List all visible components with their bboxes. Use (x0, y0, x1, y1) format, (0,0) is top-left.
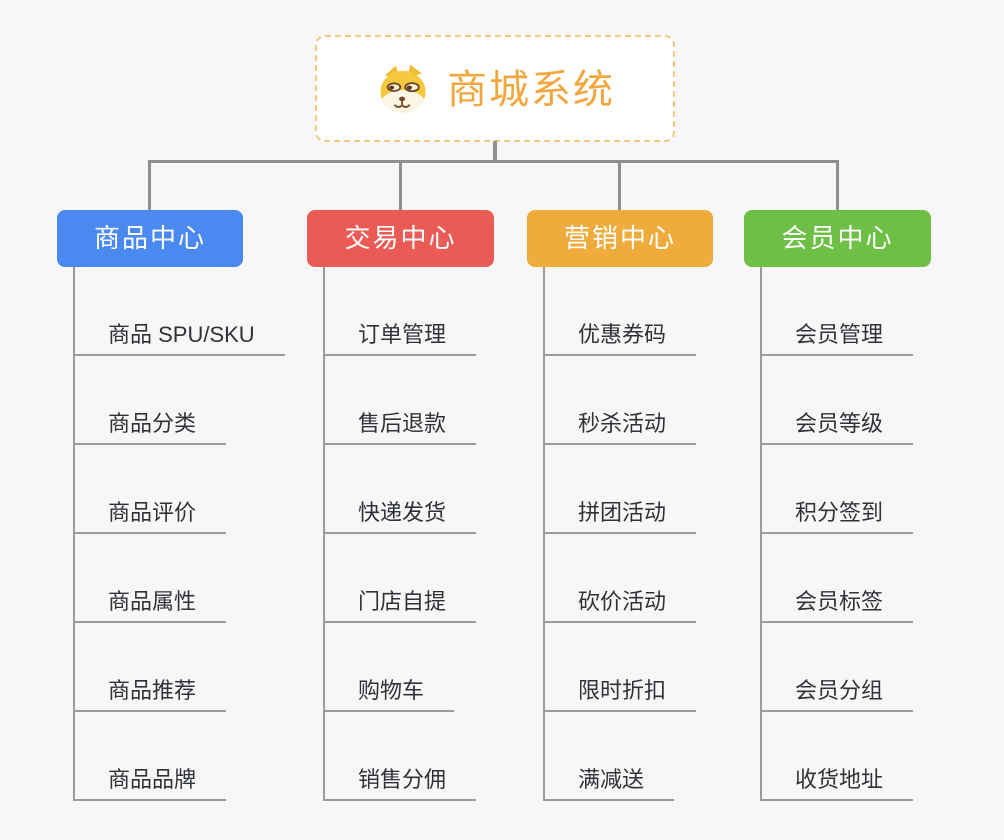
leaf-label: 砍价活动 (545, 584, 697, 623)
leaf-node[interactable]: 商品分类 (75, 356, 285, 445)
branch-product-center[interactable]: 商品中心 (57, 210, 243, 267)
branch-trade-center[interactable]: 交易中心 (307, 210, 494, 267)
leaf-label: 会员标签 (762, 584, 914, 623)
leaf-node[interactable]: 砍价活动 (545, 534, 697, 623)
leaf-label: 购物车 (325, 673, 455, 712)
children-trade-center: 订单管理 售后退款 快递发货 门店自提 购物车 销售分佣 (323, 267, 477, 801)
leaf-node[interactable]: 限时折扣 (545, 623, 697, 712)
leaf-node[interactable]: 商品属性 (75, 534, 285, 623)
leaf-node[interactable]: 订单管理 (325, 267, 477, 356)
leaf-label: 秒杀活动 (545, 406, 697, 445)
leaf-label: 会员管理 (762, 317, 914, 356)
root-node[interactable]: 商城系统 (315, 35, 675, 142)
leaf-node[interactable]: 拼团活动 (545, 445, 697, 534)
leaf-label: 商品属性 (75, 584, 227, 623)
leaf-label: 商品 SPU/SKU (75, 317, 285, 356)
leaf-node[interactable]: 会员管理 (762, 267, 914, 356)
children-marketing-center: 优惠券码 秒杀活动 拼团活动 砍价活动 限时折扣 满减送 (543, 267, 697, 801)
leaf-label: 满减送 (545, 762, 675, 801)
leaf-label: 订单管理 (325, 317, 477, 356)
connector-drop-member (836, 160, 839, 210)
leaf-label: 商品评价 (75, 495, 227, 534)
connector-root-stem (493, 141, 497, 163)
leaf-node[interactable]: 商品评价 (75, 445, 285, 534)
leaf-node[interactable]: 销售分佣 (325, 712, 477, 801)
leaf-node[interactable]: 商品品牌 (75, 712, 285, 801)
leaf-node[interactable]: 会员等级 (762, 356, 914, 445)
leaf-label: 限时折扣 (545, 673, 697, 712)
root-title: 商城系统 (447, 67, 615, 112)
leaf-node[interactable]: 售后退款 (325, 356, 477, 445)
leaf-label: 门店自提 (325, 584, 477, 623)
leaf-node[interactable]: 购物车 (325, 623, 476, 712)
children-member-center: 会员管理 会员等级 积分签到 会员标签 会员分组 收货地址 (760, 267, 914, 801)
connector-bus (148, 160, 839, 163)
leaf-node[interactable]: 快递发货 (325, 445, 477, 534)
leaf-node[interactable]: 门店自提 (325, 534, 477, 623)
connector-drop-trade (399, 160, 402, 210)
leaf-label: 商品推荐 (75, 673, 227, 712)
connector-drop-marketing (618, 160, 621, 210)
leaf-node[interactable]: 商品 SPU/SKU (75, 267, 285, 356)
leaf-label: 会员分组 (762, 673, 914, 712)
connector-drop-product (148, 160, 151, 210)
branch-marketing-center[interactable]: 营销中心 (527, 210, 713, 267)
leaf-label: 优惠券码 (545, 317, 697, 356)
leaf-label: 商品分类 (75, 406, 227, 445)
leaf-label: 销售分佣 (325, 762, 477, 801)
leaf-label: 商品品牌 (75, 762, 227, 801)
leaf-label: 收货地址 (762, 762, 914, 801)
leaf-label: 积分签到 (762, 495, 914, 534)
leaf-node[interactable]: 满减送 (545, 712, 696, 801)
leaf-node[interactable]: 会员分组 (762, 623, 914, 712)
children-product-center: 商品 SPU/SKU 商品分类 商品评价 商品属性 商品推荐 商品品牌 (73, 267, 285, 801)
leaf-node[interactable]: 收货地址 (762, 712, 914, 801)
leaf-label: 售后退款 (325, 406, 477, 445)
leaf-label: 会员等级 (762, 406, 914, 445)
leaf-node[interactable]: 商品推荐 (75, 623, 285, 712)
leaf-label: 拼团活动 (545, 495, 697, 534)
leaf-node[interactable]: 积分签到 (762, 445, 914, 534)
branch-member-center[interactable]: 会员中心 (744, 210, 931, 267)
leaf-node[interactable]: 秒杀活动 (545, 356, 697, 445)
leaf-node[interactable]: 优惠券码 (545, 267, 697, 356)
leaf-node[interactable]: 会员标签 (762, 534, 914, 623)
leaf-label: 快递发货 (325, 495, 477, 534)
doge-icon (375, 62, 431, 116)
